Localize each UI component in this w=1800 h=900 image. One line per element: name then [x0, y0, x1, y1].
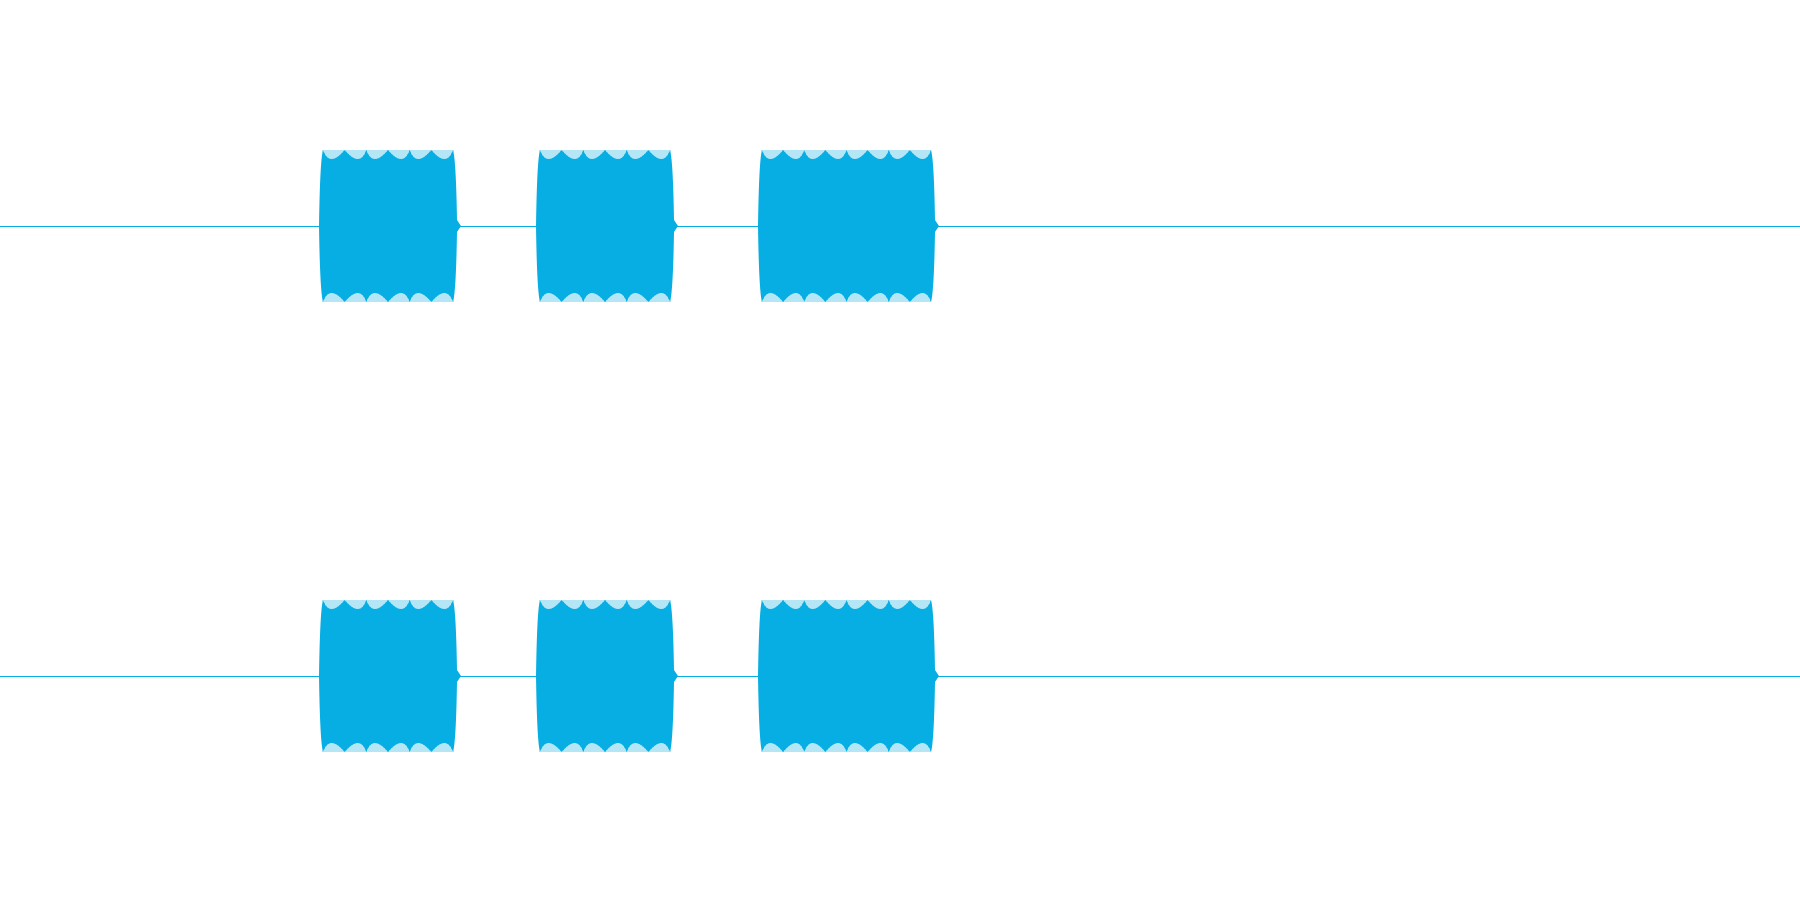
waveform-burst-samples — [322, 150, 454, 302]
waveform-burst-samples — [539, 150, 671, 302]
waveform-burst — [758, 150, 939, 302]
waveform-channel-2 — [0, 600, 1800, 752]
waveform-burst-samples — [761, 150, 931, 302]
waveform-channel-1 — [0, 150, 1800, 302]
waveform-burst — [758, 600, 939, 752]
waveform-burst — [319, 600, 461, 752]
waveform-burst — [319, 150, 461, 302]
waveform-burst-samples — [539, 600, 671, 752]
waveform-burst — [536, 600, 678, 752]
waveform-burst-samples — [322, 600, 454, 752]
waveform-burst — [536, 150, 678, 302]
waveform-burst-samples — [761, 600, 931, 752]
